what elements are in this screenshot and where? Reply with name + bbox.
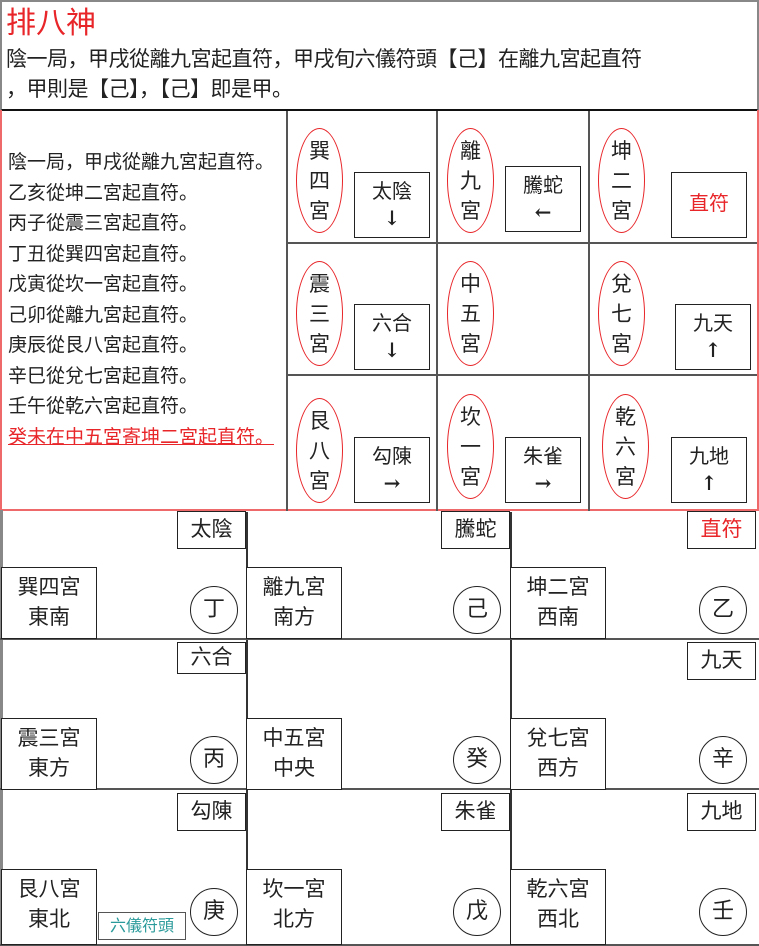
rule-line: 戊寅從坎一宮起直符。 xyxy=(8,273,199,295)
god-box-tengshe: 騰蛇← xyxy=(505,166,581,232)
upper-section xyxy=(0,110,759,511)
rule-line: 陰一局，甲戌從離九宮起直符。 xyxy=(8,151,275,173)
liuyi-futou-label: 六儀符頭 xyxy=(98,912,186,940)
arrow-up-icon: ↑ xyxy=(704,338,722,362)
stem-circle-wu: 戊 xyxy=(453,888,501,936)
stem-circle-geng: 庚 xyxy=(190,888,238,936)
grid-divider xyxy=(286,374,757,376)
palace-box-kun: 坤二宮西南 xyxy=(510,567,606,639)
palace-box-li: 離九宮南方 xyxy=(246,567,342,639)
god-box-gouchen: 勾陳→ xyxy=(354,437,430,503)
arrow-up-icon: ↑ xyxy=(700,471,718,495)
god-box-taiyin: 太陰↓ xyxy=(354,172,430,238)
stem-circle-ji: 己 xyxy=(453,586,501,634)
god-label-gouchen: 勾陳 xyxy=(177,793,246,831)
god-box-jiudi: 九地↑ xyxy=(671,437,747,503)
palace-box-xun: 巽四宮東南 xyxy=(1,567,97,639)
god-box-jiutian: 九天↑ xyxy=(675,304,751,370)
palace-box-dui: 兌七宮西方 xyxy=(510,718,606,790)
palace-oval-gen: 艮八宮 xyxy=(296,398,343,503)
stem-circle-ren: 壬 xyxy=(699,888,747,936)
rule-line: 辛巳從兌七宮起直符。 xyxy=(8,364,199,387)
arrow-right-icon: → xyxy=(534,471,552,495)
rules-list: 陰一局，甲戌從離九宮起直符。 乙亥從坤二宮起直符。 丙子從震三宮起直符。 丁丑從… xyxy=(8,147,290,452)
god-label-zhifu: 直符 xyxy=(687,511,756,549)
palace-box-kan: 坎一宮北方 xyxy=(246,869,342,945)
palace-oval-qian: 乾六宮 xyxy=(602,394,649,499)
description-line-2: ，甲則是【己】，【己】即是甲。 xyxy=(6,77,293,101)
arrow-right-icon: → xyxy=(383,471,401,495)
god-label-liuhe: 六合 xyxy=(177,642,246,674)
god-label-jiudi: 九地 xyxy=(687,793,756,831)
palace-box-zhen: 震三宮東方 xyxy=(1,718,97,790)
rule-line: 乙亥從坤二宮起直符。 xyxy=(8,181,199,204)
palace-oval-zhen: 震三宮 xyxy=(296,261,343,366)
rule-line: 己卯從離九宮起直符。 xyxy=(8,303,199,326)
rule-line-highlight: 癸未在中五宮寄坤二宮起直符。 xyxy=(8,425,275,448)
palace-oval-kan: 坎一宮 xyxy=(447,394,494,499)
palace-oval-li: 離九宮 xyxy=(447,128,494,233)
palace-oval-xun: 巽四宮 xyxy=(296,128,343,233)
grid-divider xyxy=(0,638,759,640)
rule-line: 庚辰從艮八宮起直符。 xyxy=(8,334,199,356)
rule-line: 丁丑從巽四宮起直符。 xyxy=(8,242,199,265)
god-box-zhuque: 朱雀→ xyxy=(505,437,581,503)
god-label-zhuque: 朱雀 xyxy=(441,793,510,831)
palace-box-qian: 乾六宮西北 xyxy=(510,869,606,945)
description-line-1: 陰一局，甲戌從離九宮起直符，甲戌旬六儀符頭【己】在離九宮起直符 xyxy=(6,47,642,71)
grid-divider xyxy=(286,111,288,511)
god-box-zhifu: 直符 xyxy=(671,172,747,238)
arrow-down-icon: ↓ xyxy=(383,206,401,230)
grid-divider xyxy=(286,242,757,244)
palace-box-gen: 艮八宮東北 xyxy=(1,869,97,945)
arrow-left-icon: ← xyxy=(534,200,552,224)
god-label-jiutian: 九天 xyxy=(687,642,756,680)
god-label-tengshe: 騰蛇 xyxy=(441,511,510,549)
grid-divider xyxy=(436,111,438,511)
palace-oval-zhong: 中五宮 xyxy=(447,261,494,366)
lower-section xyxy=(0,510,759,946)
grid-divider xyxy=(588,111,590,511)
god-box-liuhe: 六合↓ xyxy=(354,304,430,370)
palace-oval-kun: 坤二宮 xyxy=(598,128,645,233)
rule-line: 丙子從震三宮起直符。 xyxy=(8,212,199,234)
god-label-taiyin: 太陰 xyxy=(177,511,246,549)
stem-circle-gui: 癸 xyxy=(453,736,501,784)
grid-divider xyxy=(0,788,759,790)
stem-circle-yi: 乙 xyxy=(699,586,747,634)
stem-circle-ding: 丁 xyxy=(190,586,238,634)
header-panel xyxy=(0,0,759,111)
palace-oval-dui: 兌七宮 xyxy=(598,261,645,366)
palace-box-zhong: 中五宮中央 xyxy=(246,718,342,790)
rule-line: 壬午從乾六宮起直符。 xyxy=(8,395,199,417)
stem-circle-bing: 丙 xyxy=(190,736,238,784)
stem-circle-xin: 辛 xyxy=(699,736,747,784)
page-title: 排八神 xyxy=(6,6,96,41)
grid-divider xyxy=(0,944,759,946)
arrow-down-icon: ↓ xyxy=(383,338,401,362)
